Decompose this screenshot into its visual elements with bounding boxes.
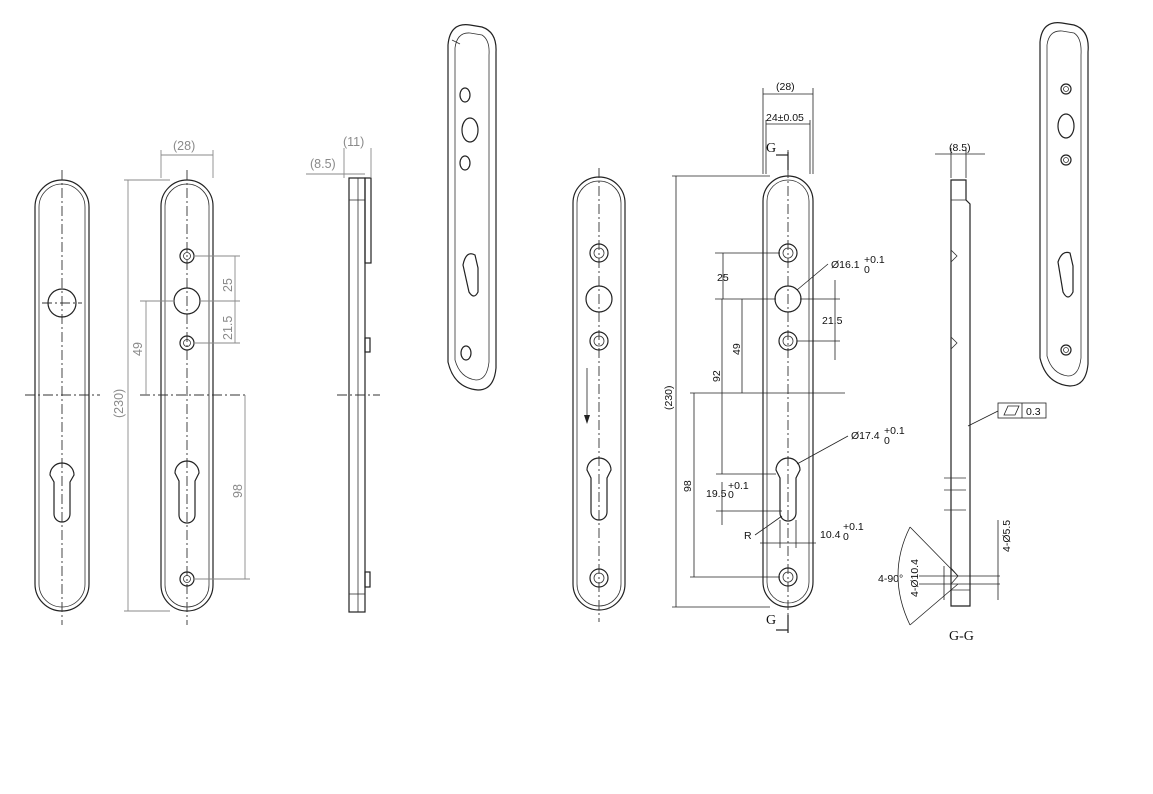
view-isometric-front bbox=[1039, 22, 1089, 387]
dim-cyl-dia: Ø17.4 bbox=[851, 430, 880, 442]
dim-main-hole-spacing-upper: 25 bbox=[717, 272, 729, 284]
dim-slot-tol-upper: +0.1 bbox=[843, 521, 864, 533]
dim-cyl-offset-tol-upper: +0.1 bbox=[728, 480, 749, 492]
dim-cyl-tol-lower: 0 bbox=[884, 435, 890, 447]
dim-slot-width: 10.4 bbox=[820, 529, 841, 541]
flatness-value: 0.3 bbox=[1026, 406, 1041, 418]
dim-side-plate: (8.5) bbox=[310, 157, 336, 171]
dim-hole-spacing-upper: 25 bbox=[221, 278, 235, 292]
view-front-plain bbox=[25, 170, 100, 625]
view-section-gg: (8.5) 0.3 4-90° 4-Ø10.4 4-Ø5.5 G-G bbox=[878, 142, 1047, 644]
dim-countersink-angle: 4-90° bbox=[878, 573, 903, 585]
dim-side-overall: (11) bbox=[343, 135, 364, 149]
dim-main-upper-to-cylinder: 92 bbox=[711, 370, 723, 382]
section-title: G-G bbox=[949, 629, 974, 644]
dim-bore-tol-lower: 0 bbox=[864, 264, 870, 276]
view-front-dimensioned: (28) (230) 25 21.5 49 98 bbox=[112, 139, 250, 625]
dim-section-plate-thickness: (8.5) bbox=[949, 142, 971, 154]
dim-main-width-tol: 24±0.05 bbox=[766, 112, 804, 124]
dim-cyl-tol-upper: +0.1 bbox=[884, 425, 905, 437]
dim-lower-spacing: 98 bbox=[231, 484, 245, 498]
dim-overall-length: (230) bbox=[112, 389, 126, 418]
dim-main-lower-spacing: 98 bbox=[682, 480, 694, 492]
dim-main-center-offset: 49 bbox=[731, 343, 743, 355]
dim-cyl-offset: 19.5 bbox=[706, 488, 727, 500]
dim-through-hole-dia: 4-Ø5.5 bbox=[1001, 520, 1013, 552]
dim-radius: R bbox=[744, 530, 752, 542]
dim-main-overall-width: (28) bbox=[776, 81, 795, 93]
dim-countersink-dia: 4-Ø10.4 bbox=[909, 559, 921, 597]
dim-cyl-offset-tol-lower: 0 bbox=[728, 489, 734, 501]
view-front-main: (28) 24±0.05 G G (230) 25 21.5 49 92 bbox=[663, 81, 905, 633]
dim-main-overall-length: (230) bbox=[663, 385, 675, 410]
dim-overall-width: (28) bbox=[173, 139, 195, 153]
dim-main-hole-spacing-mid: 21.5 bbox=[822, 315, 843, 327]
view-front-holes bbox=[572, 168, 626, 622]
dim-bore-tol-upper: +0.1 bbox=[864, 254, 885, 266]
view-isometric-back bbox=[447, 24, 497, 391]
dim-bore-dia: Ø16.1 bbox=[831, 259, 860, 271]
dim-slot-tol-lower: 0 bbox=[843, 531, 849, 543]
dim-center-offset: 49 bbox=[131, 342, 145, 356]
section-mark-bottom: G bbox=[766, 613, 776, 628]
section-mark-top: G bbox=[766, 141, 776, 156]
view-side-profile: (11) (8.5) bbox=[306, 135, 380, 613]
dim-hole-spacing-mid: 21.5 bbox=[221, 316, 235, 340]
